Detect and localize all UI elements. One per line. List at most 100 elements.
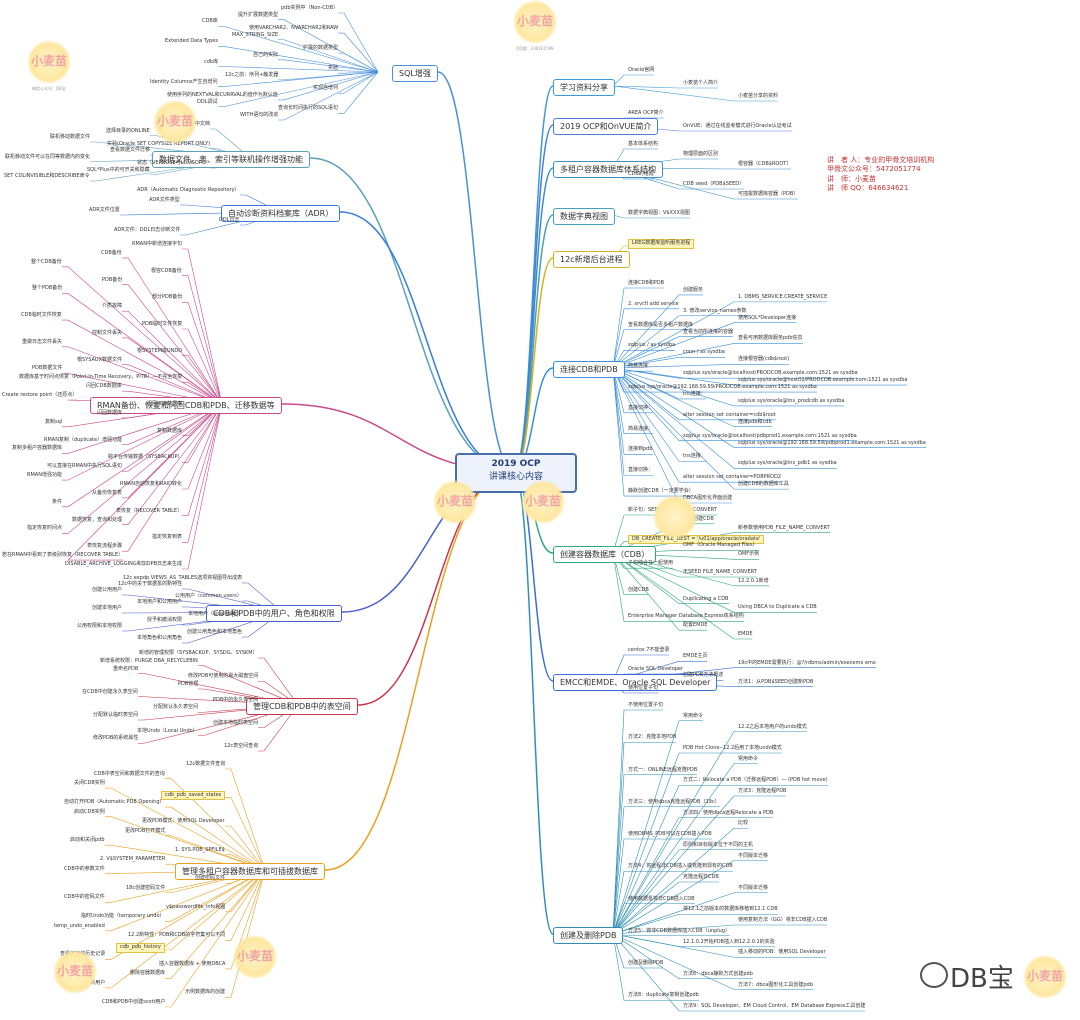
- topic-item: ADR文件类型: [149, 197, 180, 203]
- topic-connector: [67, 403, 223, 561]
- credits-line: 讲 者 人：专业的甲骨文培训机构: [827, 156, 935, 164]
- center-title: 2019 OCP: [491, 459, 541, 469]
- topic-connector: [612, 367, 772, 428]
- topic-item: 联机移动文件可以在同等数据内的变化: [5, 153, 91, 160]
- topic-item: 可以直接在RMAN中执行SQL语句: [47, 463, 122, 470]
- topic-item: 修改PDB可使用的最大磁盘空间: [188, 673, 259, 680]
- topic-item: 19c中的EMDE需要执行：@?/rdbms/admin/execemx emx: [738, 659, 876, 666]
- topic-item: AREA OCP简介: [628, 110, 664, 116]
- topic-connector: [165, 869, 266, 979]
- topic-item: 方法9：SQL Developer、EM Cloud Control、EM Da…: [683, 1003, 866, 1009]
- topic-item: 创建本地用户: [92, 605, 123, 611]
- watermark-title: 小麦苗: [236, 949, 273, 963]
- topic-item: 连接pdb和cdb: [738, 418, 772, 425]
- topic-item: 若在RMAN中看到了表级别恢复（RECOVER TABLE）: [2, 552, 124, 559]
- topic-item: 无SEED FILE_NAME_CONVERT: [683, 569, 757, 575]
- watermark-title: 小麦苗: [1026, 969, 1063, 983]
- topic-connector: [612, 913, 778, 935]
- topic-item: 方法4：将远程非CDB插入或克隆到现有的CDB: [628, 863, 733, 870]
- topic-item: 更改PDB打开模式: [125, 827, 166, 834]
- watermark-title: 小麦苗: [516, 14, 553, 28]
- topic-item: cdb_pdb_saved_states: [161, 790, 226, 801]
- topic-connector: [165, 869, 266, 951]
- topic-connector: [225, 797, 266, 871]
- topic-connector: [612, 367, 781, 483]
- topic-item: 扩展的数据类型: [303, 45, 339, 52]
- topic-connector: [182, 248, 223, 405]
- watermark-title: 小麦苗: [30, 54, 67, 68]
- topic-item: 方法3：克隆远程PDB: [738, 788, 787, 794]
- topic-connector: [612, 167, 798, 200]
- topic-connector: [338, 12, 379, 73]
- topic-item: 数据字典视图：V$XXX视图: [628, 210, 690, 216]
- topic-connector: [122, 403, 223, 472]
- topic-connector: [612, 367, 653, 476]
- topic-connector: [612, 367, 857, 441]
- topic-item: alter session set container=PDBPROD2: [683, 474, 782, 481]
- topic-item: 12.2之后本地用户的undo模式: [738, 723, 807, 730]
- topic-connector: [612, 552, 752, 640]
- topic-connector: [198, 704, 299, 736]
- topic-item: 更改PDB模式：使用SQL Developer: [142, 818, 225, 825]
- topic-item: 不同版本迁移: [738, 852, 769, 859]
- topic-item: 创建服务: [683, 286, 704, 293]
- topic-item: PDB管理: [178, 681, 199, 687]
- topic-item: sqlplus sys/oracle@tns_prodcdb as sysdba: [738, 397, 845, 404]
- topic-item: ADR文件位置: [89, 207, 120, 213]
- topic-item: PDB备份: [102, 276, 123, 283]
- topic-item: 指定恢复时间点: [27, 525, 63, 532]
- topic-item: 根容器（CDB$ROOT）: [738, 161, 792, 167]
- topic-connector: [612, 763, 758, 935]
- topic-item: 在CDB中创建永久表空间: [82, 688, 138, 695]
- topic-item: 闪回数据库: [97, 409, 123, 416]
- topic-item: 18c创建密码文件: [126, 884, 166, 891]
- topic-item: OnVUE：通过在线监考模式进行Oracle认证考试: [683, 123, 792, 129]
- topic-item: OMF（Oracle Managed Files）: [683, 542, 758, 549]
- topic-connector: [218, 66, 379, 73]
- topic-item: CDB中的密码文件: [64, 894, 105, 901]
- topic-connector: [122, 257, 223, 405]
- watermark-logo: [640, 495, 710, 545]
- topic-connector: [612, 85, 718, 89]
- branch-node: RMAN备份、恢复和闪回CDB和PDB、迁移数据等: [90, 397, 282, 415]
- topic-item: 直接切换：: [628, 404, 654, 411]
- topic-item: 复制数据库: [157, 427, 183, 434]
- topic-item: 本地角色和公用角色: [137, 635, 183, 641]
- topic-item: 克隆远程非CDB: [683, 874, 719, 880]
- topic-connector: [612, 308, 679, 369]
- topic-item: 闪回CDB数据库: [86, 383, 122, 390]
- topic-item: 连接到pdb: [628, 446, 653, 453]
- topic-item: 1. DBMS_SERVICE.CREATE_SERVICE: [738, 293, 828, 300]
- topic-connector: [612, 367, 844, 407]
- topic-connector: [182, 328, 223, 405]
- topic-connector: [612, 329, 693, 369]
- topic-item: RMAN增强功能: [27, 472, 62, 479]
- topic-item: 本地用户和公用用户: [137, 599, 183, 605]
- brand-logo: DB宝: [950, 964, 1014, 994]
- topic-connector: [105, 844, 266, 871]
- topic-item: 子句结合在一起使用: [628, 560, 674, 567]
- topic-connector: [105, 869, 266, 989]
- topic-connector: [612, 720, 703, 935]
- topic-connector: [612, 552, 744, 622]
- topic-connector: [225, 869, 266, 970]
- topic-item: 常用命令: [683, 712, 704, 719]
- topic-connector: [182, 355, 223, 405]
- topic-connector: [138, 673, 299, 706]
- topic-item: 12.1.0.2开始PDB插入到12.2.0.1的实验: [683, 938, 775, 945]
- topic-item: 授予和撤消权限: [147, 617, 183, 623]
- topic-connector: [62, 403, 223, 481]
- topic-connector: [165, 806, 266, 871]
- topic-item: 查看当前所连接的容器: [683, 328, 734, 335]
- topic-item: RMAN自动恢复和RAID转化: [120, 481, 182, 487]
- topic-item: 复制sql: [45, 418, 63, 425]
- topic-item: 复制多租户容器数据库: [12, 445, 63, 452]
- topic-connector: [278, 71, 379, 81]
- watermark-title: 小麦苗: [156, 114, 193, 128]
- topic-item: 使用序列的NEXTVAL和CURRVAL的值作为默认值: [167, 91, 278, 98]
- topic-item: 方法2：克隆本地PDB: [628, 734, 677, 741]
- topic-item: 基本体系结构: [628, 141, 659, 147]
- topic-item: sqlplus sys/oracle@tns_pdb1 as sysdba: [738, 460, 837, 467]
- topic-connector: [338, 71, 379, 94]
- topic-item: DDL日志: [219, 217, 240, 223]
